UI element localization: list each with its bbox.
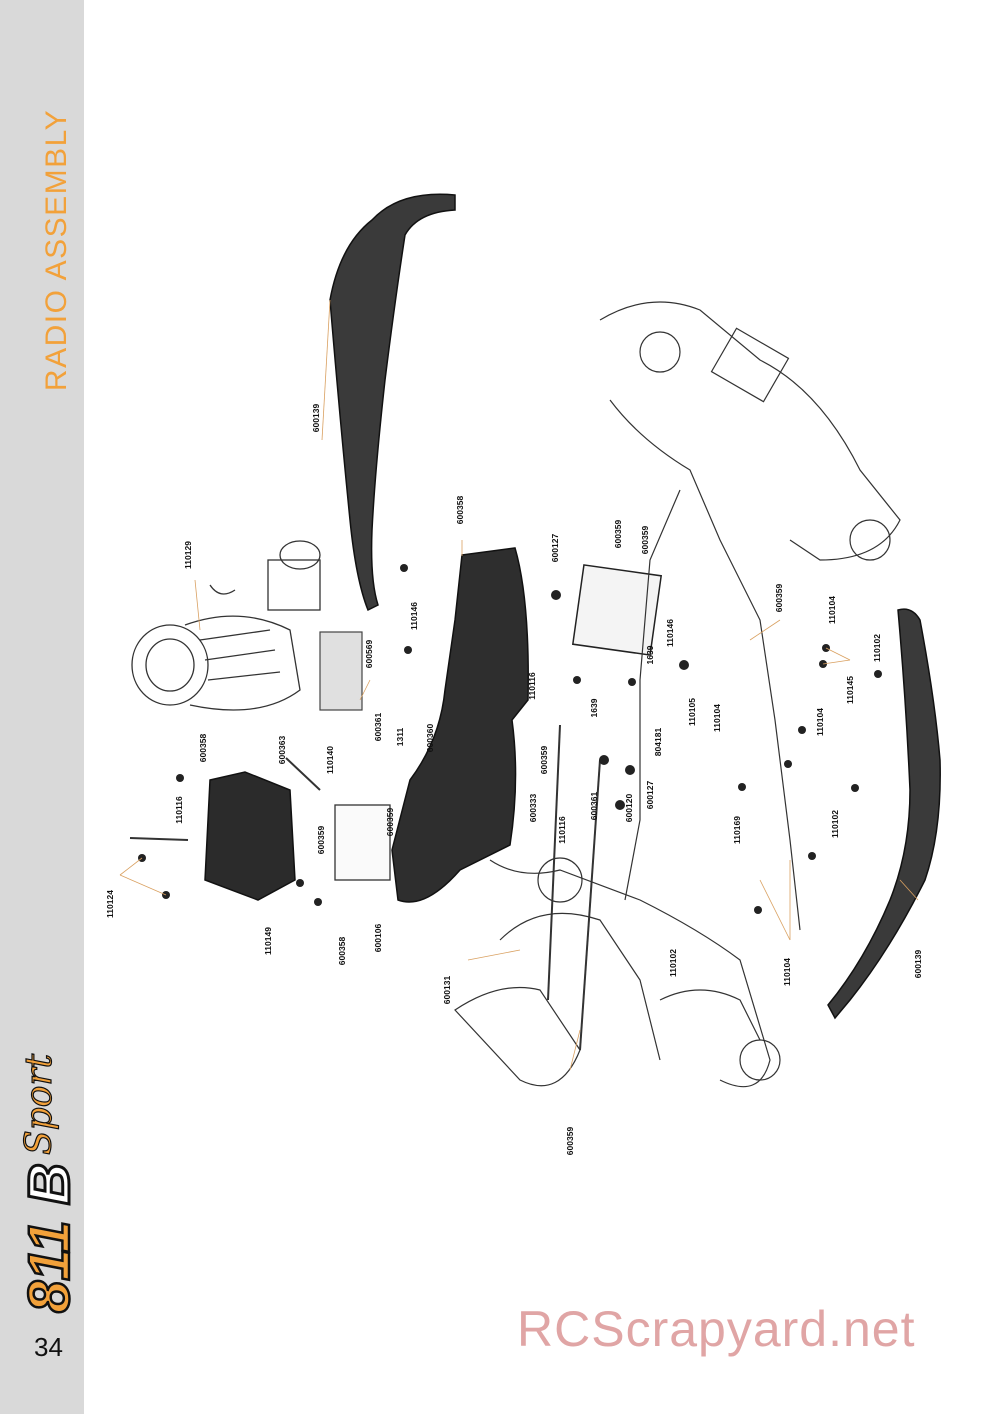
callout-label: 110105 (687, 698, 697, 726)
callout-label: 110124 (105, 890, 115, 918)
radio-tray (391, 547, 529, 903)
callout-label: 600120 (624, 793, 634, 823)
callout-label: 600127 (645, 780, 655, 810)
callout-label: 110116 (527, 672, 537, 700)
callout-label: 600358 (198, 733, 208, 763)
callout-label: 600139 (311, 403, 321, 433)
callout-label: 600359 (539, 745, 549, 775)
lower-bumper (827, 608, 941, 1020)
svg-text:811: 811 (20, 1221, 82, 1313)
callout-label: 1639 (589, 698, 599, 718)
brand-logo: 811 B Sport (20, 1053, 82, 1314)
callout-label: 600127 (550, 533, 560, 563)
callout-label: 600363 (277, 735, 287, 765)
callout-label: 600358 (455, 495, 465, 525)
callout-label: 600139 (913, 949, 923, 979)
callout-label: 110149 (263, 927, 273, 955)
callout-label: 600359 (640, 525, 650, 555)
upper-bumper (329, 193, 456, 612)
callout-label: 1311 (395, 727, 405, 747)
servo (571, 564, 663, 656)
callout-label: 1639 (645, 645, 655, 665)
screws (138, 564, 882, 914)
watermark: RCScrapyard.net (517, 1301, 916, 1357)
linkage-rods (129, 724, 601, 1051)
callout-label: 600358 (337, 936, 347, 966)
callout-label: 600359 (316, 825, 326, 855)
callout-label: 110129 (183, 541, 193, 569)
callout-label: 600569 (364, 639, 374, 669)
callout-label: 600361 (589, 791, 599, 821)
callout-label: 110104 (827, 596, 837, 624)
callout-label: 110146 (665, 619, 675, 647)
callout-label: 110102 (872, 634, 882, 662)
exploded-diagram (119, 193, 941, 1088)
callout-label: 600359 (385, 807, 395, 837)
callout-label: 110140 (325, 746, 335, 774)
svg-text:B: B (20, 1163, 82, 1205)
callout-label: 110104 (712, 704, 722, 732)
callout-label: 110102 (668, 949, 678, 977)
callout-label: 110116 (557, 816, 567, 844)
callout-label: 600359 (774, 583, 784, 613)
callout-label: 110104 (782, 958, 792, 986)
leader-lines (119, 299, 919, 1071)
callout-label: 110102 (830, 810, 840, 838)
callout-label: 110169 (732, 816, 742, 844)
receiver-box (204, 771, 296, 901)
page-number: 34 (34, 1332, 63, 1362)
callout-label: 600359 (613, 519, 623, 549)
callout-label: 600131 (442, 975, 452, 1005)
gasket (319, 631, 363, 711)
callout-label: 600333 (528, 793, 538, 823)
callout-label: 600359 (565, 1126, 575, 1156)
callout-label: 804181 (653, 727, 663, 757)
callout-label: 110104 (815, 708, 825, 736)
fuel-tank (334, 804, 391, 881)
callout-label: 600361 (373, 712, 383, 742)
sidebar (0, 0, 84, 1414)
svg-text:Sport: Sport (20, 1053, 60, 1155)
callout-label: 600360 (425, 723, 435, 753)
callout-label: 110116 (174, 796, 184, 824)
callout-label: 600106 (373, 923, 383, 953)
section-title: RADIO ASSEMBLY (40, 108, 73, 392)
callout-label: 110145 (845, 676, 855, 704)
engine (131, 540, 321, 711)
callout-label: 110146 (409, 602, 419, 630)
